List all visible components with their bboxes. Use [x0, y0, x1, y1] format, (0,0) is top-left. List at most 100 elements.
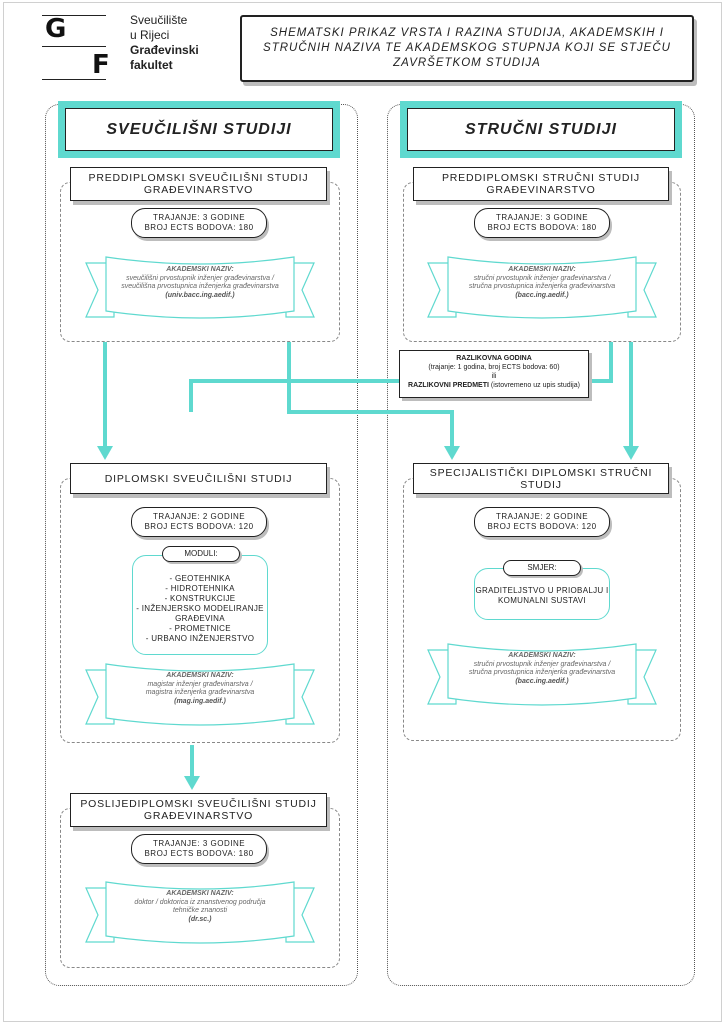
track-box: Graditeljstvo u priobalju i komunalni su… [474, 568, 610, 620]
academic-title-line-1: magistar inženjer građevinarstva / [147, 680, 253, 688]
logo-line-3: Građevinski [130, 43, 199, 57]
academic-title-line-2: tehničke znanosti [172, 907, 228, 914]
academic-title-line-1: stručni prvostupnik inženjer građevinars… [473, 274, 611, 282]
academic-title-abbr: (bacc.ing.aedif.) [515, 677, 569, 685]
left-undergrad-duration-pill: Trajanje: 3 godine Broj ECTS bodova: 180 [131, 208, 267, 238]
duration-text: Trajanje: 2 godine [495, 512, 589, 521]
ects-text: Broj ECTS bodova: 120 [487, 522, 597, 531]
right-undergrad-subtitle: Građevinarstvo [486, 184, 596, 196]
ribbon-icon [85, 663, 315, 726]
arrowhead-3 [623, 446, 639, 460]
module-item: - Prometnice [169, 624, 231, 633]
module-item: - Geotehnika [169, 574, 231, 583]
page-title: Shematski prikaz vrsta i razina studija,… [263, 27, 671, 69]
logo-letter-g: G [45, 14, 67, 44]
right-column-title-box: Stručni studiji [400, 101, 682, 158]
academic-title-line-2: stručna prvostupnica inženjerka građevin… [468, 283, 616, 290]
arrow-left-undergrad-to-specialist [287, 342, 454, 448]
academic-title-line-2: stručna prvostupnica inženjerka građevin… [468, 669, 616, 676]
ects-text: Broj ECTS bodova: 180 [144, 849, 254, 858]
ribbon-icon [427, 643, 657, 706]
academic-title-label: AKADEMSKI NAZIV: [508, 266, 576, 273]
track-label: Smjer: [503, 560, 581, 576]
bridge-line-4-bold: RAZLIKOVNI PREDMETI [408, 382, 489, 389]
right-undergrad-title-box: Preddiplomski stručni studij Građevinars… [413, 167, 669, 201]
modules-box: - Geotehnika - Hidrotehnika - Konstrukci… [132, 555, 268, 655]
left-undergrad-subtitle: Građevinarstvo [143, 184, 254, 196]
ribbon-icon [85, 256, 315, 319]
left-graduate-title: Diplomski sveučilišni studij [104, 472, 293, 485]
left-graduate-title-box: Diplomski sveučilišni studij [70, 463, 327, 494]
track-line-2: komunalni sustavi [498, 596, 586, 605]
ects-text: Broj ECTS bodova: 180 [487, 223, 597, 232]
duration-text: Trajanje: 3 godine [152, 839, 246, 848]
logo-line-2: u Rijeci [130, 28, 170, 42]
academic-title-line-1: stručni prvostupnik inženjer građevinars… [473, 660, 611, 668]
logo-text: Sveučilište u Rijeci Građevinski fakulte… [130, 13, 199, 73]
left-undergrad-academic-title: AKADEMSKI NAZIV: sveučilišni prvostupnik… [110, 266, 290, 300]
module-item: - Inženjersko modeliranje [136, 604, 264, 613]
academic-title-label: AKADEMSKI NAZIV: [166, 672, 234, 679]
academic-title-abbr: (bacc.ing.aedif.) [515, 291, 569, 299]
left-column-title: Sveučilišni studiji [65, 108, 333, 151]
right-specialist-title: Specijalistički diplomski stručni studij [429, 466, 653, 491]
duration-text: Trajanje: 3 godine [152, 213, 246, 222]
academic-title-label: AKADEMSKI NAZIV: [508, 652, 576, 659]
academic-title-abbr: (mag.ing.aedif.) [174, 697, 226, 705]
page-frame [3, 2, 722, 1022]
left-undergrad-title-box: Preddiplomski sveučilišni studij Građevi… [70, 167, 327, 201]
academic-title-label: AKADEMSKI NAZIV: [166, 266, 234, 273]
academic-title-label: AKADEMSKI NAZIV: [166, 890, 234, 897]
logo-line-4: fakultet [130, 58, 173, 72]
academic-title-abbr: (univ.bacc.ing.aedif.) [165, 291, 235, 299]
left-postgrad-title: Poslijediplomski sveučilišni studij [80, 798, 317, 810]
arrowhead-2 [444, 446, 460, 460]
bridge-line-4-rest: (istovremeno uz upis studija) [488, 382, 580, 389]
track-line-1: Graditeljstvo u priobalju i [475, 586, 609, 595]
logo-line-1: Sveučilište [130, 13, 188, 27]
bridge-line-1: RAZLIKOVNA GODINA [456, 355, 532, 362]
logo-divider [42, 46, 106, 47]
logo-divider-bottom [42, 79, 106, 80]
right-undergrad-academic-title: AKADEMSKI NAZIV: stručni prvostupnik inž… [452, 266, 632, 300]
bridge-line-3: ili [491, 373, 497, 380]
academic-title-line-2: magistra inženjerka građevinarstva [145, 689, 255, 696]
left-undergrad-title: Preddiplomski sveučilišni studij [88, 172, 309, 184]
module-item: - Konstrukcije [164, 594, 236, 603]
left-postgrad-academic-title: AKADEMSKI NAZIV: doktor / doktorica iz z… [110, 890, 290, 924]
ects-text: Broj ECTS bodova: 120 [144, 522, 254, 531]
duration-text: Trajanje: 2 godine [152, 512, 246, 521]
right-undergrad-title: Preddiplomski stručni studij [441, 172, 640, 184]
right-undergrad-duration-pill: Trajanje: 3 godine Broj ECTS bodova: 180 [474, 208, 610, 238]
left-column-title-box: Sveučilišni studiji [58, 101, 340, 158]
logo-divider-top [42, 15, 106, 16]
bridge-line-4: RAZLIKOVNI PREDMETI (istovremeno uz upis… [400, 381, 588, 390]
left-postgrad-title-box: Poslijediplomski sveučilišni studij Građ… [70, 793, 327, 827]
academic-title-line-1: sveučilišni prvostupnik inženjer građevi… [126, 274, 274, 282]
left-graduate-duration-pill: Trajanje: 2 godine Broj ECTS bodova: 120 [131, 507, 267, 537]
duration-text: Trajanje: 3 godine [495, 213, 589, 222]
right-column-title: Stručni studiji [407, 108, 675, 151]
module-item: građevina [175, 614, 225, 623]
academic-title-abbr: (dr.sc.) [188, 915, 212, 923]
bridge-box: RAZLIKOVNA GODINA (trajanje: 1 godina, b… [399, 350, 589, 398]
right-specialist-academic-title: AKADEMSKI NAZIV: stručni prvostupnik inž… [452, 652, 632, 686]
module-item: - Hidrotehnika [165, 584, 235, 593]
header-box: Shematski prikaz vrsta i razina studija,… [240, 15, 694, 82]
left-postgrad-subtitle: Građevinarstvo [143, 810, 254, 822]
arrowhead-4 [184, 776, 200, 790]
left-graduate-academic-title: AKADEMSKI NAZIV: magistar inženjer građe… [110, 672, 290, 706]
academic-title-line-1: doktor / doktorica iz znanstvenog područ… [134, 898, 266, 906]
logo-letter-f: F [92, 50, 110, 80]
ribbon-icon [85, 881, 315, 944]
right-specialist-duration-pill: Trajanje: 2 godine Broj ECTS bodova: 120 [474, 507, 610, 537]
right-specialist-title-box: Specijalistički diplomski stručni studij [413, 463, 669, 494]
modules-label: Moduli: [162, 546, 240, 562]
left-postgrad-duration-pill: Trajanje: 3 godine Broj ECTS bodova: 180 [131, 834, 267, 864]
module-item: - Urbano inženjerstvo [145, 634, 255, 643]
ribbon-icon [427, 256, 657, 319]
ects-text: Broj ECTS bodova: 180 [144, 223, 254, 232]
arrowhead-1 [97, 446, 113, 460]
academic-title-line-2: sveučilišna prvostupnica inženjerka građ… [121, 283, 279, 290]
bridge-line-2: (trajanje: 1 godina, broj ECTS bodova: 6… [428, 364, 560, 371]
